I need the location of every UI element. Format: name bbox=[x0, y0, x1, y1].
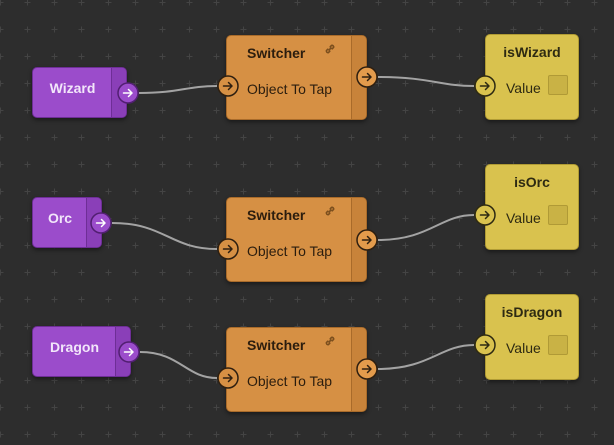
target-node-iswizard[interactable]: isWizard Value bbox=[485, 34, 579, 120]
source-node-label: Dragon bbox=[50, 339, 99, 355]
switcher-input-label: Object To Tap bbox=[247, 373, 333, 389]
link-icon bbox=[325, 44, 335, 54]
link-icon bbox=[325, 206, 335, 216]
target-title: isDragon bbox=[501, 304, 563, 320]
switcher-node[interactable]: Switcher Object To Tap bbox=[226, 327, 367, 412]
output-port-icon[interactable] bbox=[356, 358, 378, 380]
source-node-label: Orc bbox=[47, 210, 73, 226]
switcher-node[interactable]: Switcher Object To Tap bbox=[226, 197, 367, 282]
target-title: isWizard bbox=[503, 44, 561, 60]
target-value-label: Value bbox=[506, 80, 541, 96]
output-port-icon[interactable] bbox=[90, 212, 112, 234]
input-port-icon[interactable] bbox=[474, 75, 496, 97]
input-port-icon[interactable] bbox=[217, 367, 239, 389]
source-node-wizard[interactable]: Wizard bbox=[32, 67, 127, 118]
source-node-dragon[interactable]: Dragon bbox=[32, 326, 131, 377]
switcher-title: Switcher bbox=[247, 45, 306, 61]
target-node-isdragon[interactable]: isDragon Value bbox=[485, 294, 579, 380]
value-checkbox[interactable] bbox=[548, 205, 568, 225]
switcher-title: Switcher bbox=[247, 207, 306, 223]
switcher-input-label: Object To Tap bbox=[247, 81, 333, 97]
input-port-icon[interactable] bbox=[217, 75, 239, 97]
output-port-icon[interactable] bbox=[356, 66, 378, 88]
value-checkbox[interactable] bbox=[548, 75, 568, 95]
target-node-isorc[interactable]: isOrc Value bbox=[485, 164, 579, 250]
switcher-node[interactable]: Switcher Object To Tap bbox=[226, 35, 367, 120]
value-checkbox[interactable] bbox=[548, 335, 568, 355]
output-port-icon[interactable] bbox=[118, 341, 140, 363]
input-port-icon[interactable] bbox=[217, 238, 239, 260]
link-icon bbox=[325, 336, 335, 346]
target-title: isOrc bbox=[514, 174, 550, 190]
input-port-icon[interactable] bbox=[474, 334, 496, 356]
target-value-label: Value bbox=[506, 340, 541, 356]
source-node-label: Wizard bbox=[49, 80, 96, 96]
switcher-input-label: Object To Tap bbox=[247, 243, 333, 259]
switcher-title: Switcher bbox=[247, 337, 306, 353]
target-value-label: Value bbox=[506, 210, 541, 226]
output-port-icon[interactable] bbox=[117, 82, 139, 104]
input-port-icon[interactable] bbox=[474, 204, 496, 226]
output-port-icon[interactable] bbox=[356, 229, 378, 251]
